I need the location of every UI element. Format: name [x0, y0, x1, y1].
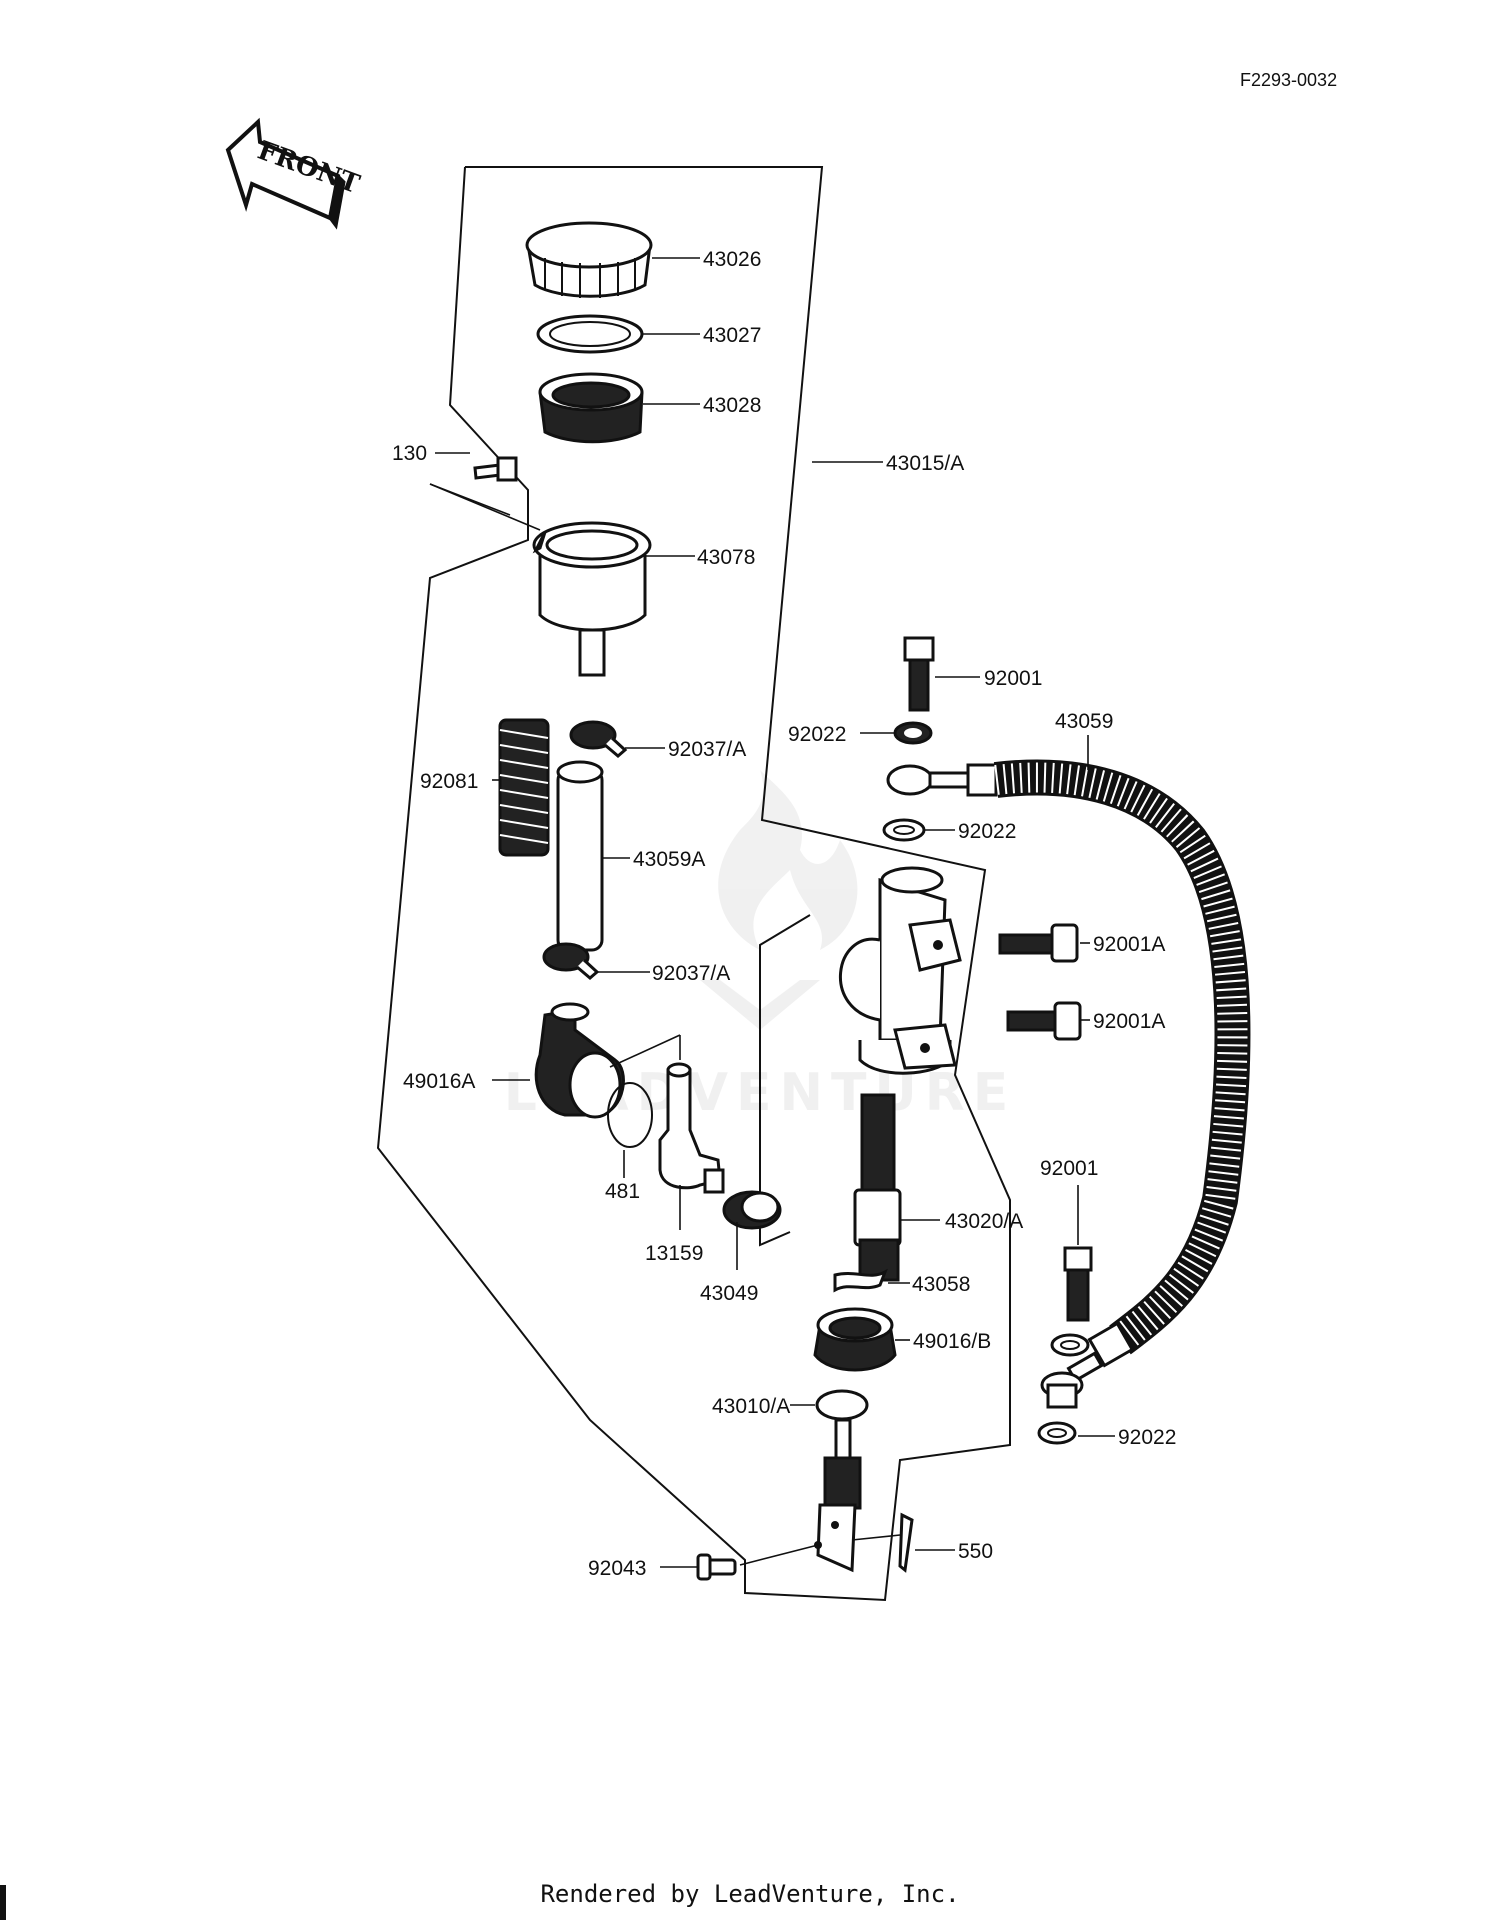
- part-labels: 43026 43027 43028 43015/A 130 43078 9200…: [392, 248, 1176, 1580]
- washer-92022-lower-inner: [1060, 1340, 1080, 1350]
- bolt-92001-bottom: [1063, 1246, 1093, 1322]
- pin-92043: [696, 1553, 737, 1581]
- assembly-outline: [376, 166, 1011, 1602]
- clip-43058: [833, 1268, 888, 1293]
- washer-92022-bottom: [1037, 1421, 1077, 1445]
- part-label-92081: 92081: [420, 770, 478, 793]
- part-label-92037a-bottom: 92037/A: [652, 962, 730, 985]
- part-label-92001a-bottom: 92001A: [1093, 1010, 1165, 1033]
- part-label-49016a: 49016A: [403, 1070, 475, 1093]
- washer-92022-mid-inner: [893, 825, 915, 835]
- bolt-92001a-top: [998, 923, 1079, 963]
- washer-92022-top-inner: [904, 728, 922, 738]
- footer-credit: Rendered by LeadVenture, Inc.: [540, 1880, 960, 1908]
- pushrod: [814, 1389, 869, 1573]
- part-label-481: 481: [605, 1180, 640, 1203]
- clamp-bottom: [542, 942, 600, 980]
- part-label-43049: 43049: [700, 1282, 758, 1305]
- document-id: F2293-0032: [1240, 70, 1338, 90]
- part-label-13159: 13159: [645, 1242, 703, 1265]
- screw-130: [473, 456, 518, 482]
- diaphragm: [538, 372, 644, 444]
- edge-mark: [0, 1885, 6, 1920]
- seal-43049: [722, 1190, 782, 1230]
- inner-group-outline: [759, 914, 811, 1247]
- washer-92022-lower: [1050, 1333, 1090, 1357]
- washer-stack: [1046, 1383, 1078, 1409]
- part-label-92001a-top: 92001A: [1093, 933, 1165, 956]
- part-label-92022-mid: 92022: [958, 820, 1016, 843]
- piston: [853, 1093, 902, 1282]
- part-label-43058: 43058: [912, 1273, 970, 1296]
- banjo-top: [886, 763, 998, 797]
- part-label-92037a-top: 92037/A: [668, 738, 746, 761]
- boot-49016b: [813, 1307, 897, 1372]
- reservoir-cap: [525, 221, 653, 298]
- part-label-43078: 43078: [697, 546, 755, 569]
- clamp-top: [569, 720, 628, 758]
- part-label-550: 550: [958, 1540, 993, 1563]
- washer-92022-mid: [882, 818, 926, 842]
- part-label-43010a: 43010/A: [712, 1395, 790, 1418]
- leader-lines: [429, 257, 1115, 1568]
- reservoir: [532, 521, 652, 677]
- part-label-43020a: 43020/A: [945, 1210, 1023, 1233]
- part-label-92001-bottom: 92001: [1040, 1157, 1098, 1180]
- banjo-bottom: [1040, 1321, 1135, 1399]
- part-label-49016b: 49016/B: [913, 1330, 991, 1353]
- hose-fitting: [658, 1062, 725, 1194]
- diaphragm-plate: [536, 314, 644, 354]
- part-label-43027: 43027: [703, 324, 761, 347]
- part-label-92043: 92043: [588, 1557, 646, 1580]
- cotter-pin: [898, 1512, 914, 1573]
- master-cylinder-body: [839, 866, 962, 1075]
- part-label-43026: 43026: [703, 248, 761, 271]
- circlip: [607, 1082, 653, 1148]
- part-label-92022-top: 92022: [788, 723, 846, 746]
- part-label-43028: 43028: [703, 394, 761, 417]
- part-label-43059: 43059: [1055, 710, 1113, 733]
- reservoir-hose: [556, 760, 604, 952]
- front-arrow-icon: FRONT: [225, 117, 364, 230]
- spring: [498, 718, 550, 857]
- part-label-130: 130: [392, 442, 427, 465]
- boot-49016a: [534, 1002, 625, 1119]
- bolt-92001a-bottom: [1006, 1001, 1082, 1041]
- part-label-92001-top: 92001: [984, 667, 1042, 690]
- bolt-92001-top: [903, 636, 935, 712]
- part-label-43059a: 43059A: [633, 848, 705, 871]
- watermark-logo: [700, 770, 858, 1030]
- part-label-92022-bottom: 92022: [1118, 1426, 1176, 1449]
- part-label-43015a: 43015/A: [886, 452, 964, 475]
- washer-92022-bottom-inner: [1047, 1428, 1067, 1438]
